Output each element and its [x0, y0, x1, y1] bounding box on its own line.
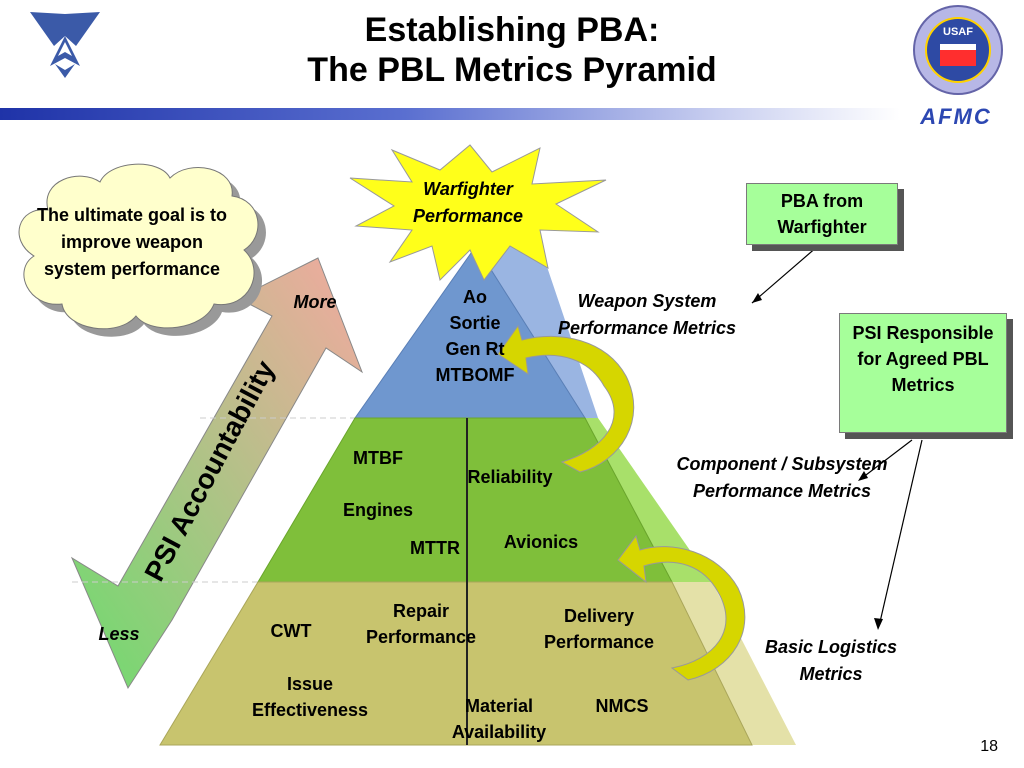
warfighter-performance-label: Warfighter Performance — [412, 179, 524, 226]
curved-arrow-upper — [497, 324, 635, 473]
metric-material-availability: Material Availability — [451, 696, 547, 742]
title-line-2: The PBL Metrics Pyramid — [307, 51, 717, 89]
metric-gen-rt: Gen Rt — [445, 339, 505, 359]
metric-engines: Engines — [342, 500, 413, 520]
metric-delivery-performance: Delivery Performance — [543, 606, 655, 652]
curved-arrow-lower — [617, 534, 746, 681]
component-subsystem-metrics-label: Component / Subsystem Performance Metric… — [676, 454, 888, 501]
metric-sortie: Sortie — [449, 313, 501, 333]
air-force-emblem — [10, 6, 120, 86]
more-label: More — [293, 292, 337, 312]
weapon-system-metrics-label: Weapon System Performance Metrics — [557, 291, 737, 338]
header-stripe — [0, 108, 900, 120]
pyramid-bottom-tier — [159, 581, 753, 746]
cloud-note: The ultimate goal is to improve weapon s… — [36, 205, 228, 279]
basic-logistics-metrics-label: Basic Logistics Metrics — [764, 637, 898, 684]
metric-repair-performance: Repair Performance — [365, 601, 477, 647]
top-tier-metrics: Ao Sortie Gen Rt MTBOMF — [400, 284, 550, 388]
usaf-seal: USAF — [912, 4, 1004, 96]
metric-mtbf: MTBF — [353, 448, 403, 468]
warfighter-starburst — [349, 144, 607, 281]
metric-issue-effectiveness: Issue Effectiveness — [251, 674, 369, 720]
title-line-1: Establishing PBA: — [364, 11, 660, 49]
metric-ao: Ao — [463, 287, 487, 307]
metric-mtbomf: MTBOMF — [435, 365, 515, 385]
page-number: 18 — [980, 738, 998, 755]
metric-reliability: Reliability — [467, 467, 553, 487]
slide-title: Establishing PBA: The PBL Metrics Pyrami… — [0, 10, 1024, 90]
psi-responsible-box: PSI Responsible for Agreed PBL Metrics — [839, 313, 1007, 433]
metric-avionics: Avionics — [503, 532, 579, 552]
metric-cwt: CWT — [270, 621, 312, 641]
seal-text: USAF — [943, 26, 973, 38]
accountability-arrow — [70, 257, 364, 690]
less-label: Less — [98, 624, 140, 644]
afmc-logo: AFMC — [920, 104, 992, 129]
goal-cloud — [18, 163, 266, 337]
metric-nmcs: NMCS — [595, 696, 649, 716]
metric-mttr: MTTR — [410, 538, 460, 558]
pba-from-warfighter-box: PBA from Warfighter — [746, 183, 898, 245]
